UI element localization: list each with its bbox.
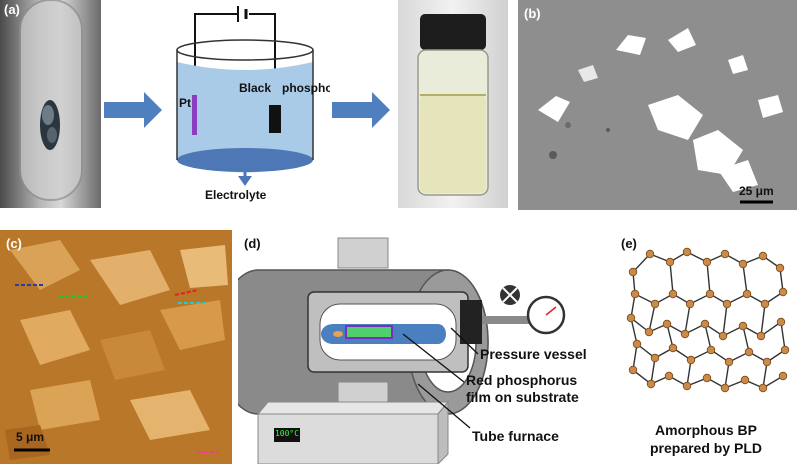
scale-label-c: 5 μm: [16, 430, 45, 444]
vessel-cap: [460, 300, 482, 344]
panel-label: (d): [244, 236, 261, 251]
pressure-vessel-label: Pressure vessel: [480, 346, 587, 362]
arrow-right-2: [332, 92, 390, 128]
film-label-line2: film on substrate: [466, 389, 579, 405]
electrolyte-label: Electrolyte: [205, 188, 267, 202]
electrochemical-cell-diagram: Pt Black phosphorus Electrolyte: [165, 0, 330, 208]
test-tube-illustration: [19, 0, 83, 201]
panel-d-furnace-diagram: (d) 100°C Pressure vessel Red phosphorus…: [238, 232, 610, 464]
vial-cap: [420, 14, 486, 50]
atomic-network: [626, 247, 790, 393]
display-value: 100°C: [274, 429, 300, 438]
panel-label: (e): [621, 236, 637, 251]
electrolyte-liquid: [177, 62, 313, 173]
tube-furnace-label: Tube furnace: [472, 428, 559, 444]
scale-label-b: 25 μm: [739, 184, 774, 198]
panel-a-test-tube-photo: (a): [0, 0, 101, 208]
arrow-right-1: [104, 92, 162, 128]
panel-label: (b): [524, 6, 541, 21]
red-phosphorus-film: [345, 325, 393, 339]
bp-electrode: [269, 105, 281, 133]
panel-c-afm-image: (c) 5 μm: [0, 230, 232, 464]
black-label: Black: [239, 81, 272, 95]
phosphorus-label: phosphorus: [282, 81, 330, 95]
panel-e-amorphous-bp-structure: (e) Amorphous BP prepared by PLD: [615, 232, 797, 464]
panel-label: (c): [6, 236, 22, 251]
temperature-display: [274, 428, 300, 442]
panel-label: (a): [4, 2, 20, 17]
film-label-line1: Red phosphorus: [466, 372, 578, 388]
vial-photo: [398, 0, 508, 208]
pt-label: Pt: [179, 96, 191, 110]
caption-line1: Amorphous BP: [655, 422, 757, 438]
vial-liquid: [420, 95, 486, 193]
caption-line2: prepared by PLD: [649, 440, 763, 456]
pt-electrode: [192, 95, 197, 135]
top-support: [337, 237, 389, 269]
panel-b-optical-micrograph: (b) 25 μm: [518, 0, 797, 210]
